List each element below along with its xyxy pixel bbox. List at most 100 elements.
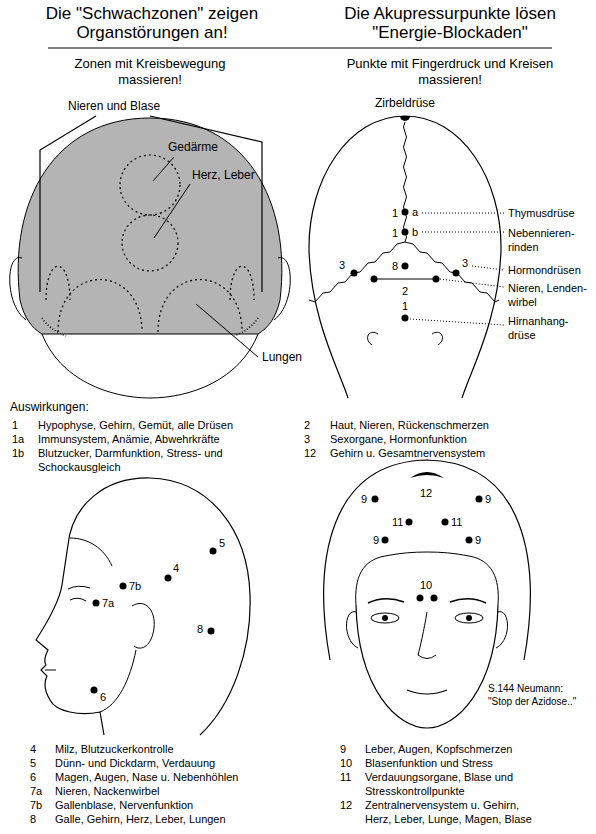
callout-number: 12: [420, 486, 432, 500]
heading: Die "Schwachzonen" zeigen Organstörungen…: [27, 4, 277, 42]
list-text: Dünn- und Dickdarm, Verdauung: [55, 756, 305, 770]
acupressure-point: [93, 600, 100, 607]
pupil: [466, 615, 472, 621]
neck-curl: [432, 332, 442, 345]
list-number: 2: [304, 418, 310, 432]
leader-line: [440, 279, 504, 287]
acupressure-point: [406, 519, 413, 526]
leader-line: [472, 266, 504, 270]
list-number: 12: [340, 798, 352, 812]
gland-label: Thymusdrüse: [508, 206, 575, 220]
acupressure-point: [402, 209, 409, 216]
acupressure-point: [351, 270, 358, 277]
acupressure-point: [466, 537, 473, 544]
mouth: [45, 670, 56, 671]
acupressure-point: [120, 583, 127, 590]
section-heading: Auswirkungen:: [10, 400, 89, 414]
callout-number: 3: [339, 258, 345, 272]
callout-number: a: [412, 205, 418, 219]
acupressure-point: [402, 263, 409, 270]
callout-number: 7b: [129, 579, 141, 593]
acupressure-point: [372, 496, 379, 503]
hairline: [356, 552, 499, 605]
list-number: 9: [340, 742, 346, 756]
list-text: Milz, Blutzuckerkontrolle: [55, 742, 305, 756]
eyebrow: [368, 599, 404, 603]
list-number: 12: [304, 446, 316, 460]
callout-number: 2: [402, 284, 408, 298]
zone-outline: [58, 280, 142, 333]
list-number: 5: [30, 756, 36, 770]
callout-number: 9: [361, 492, 367, 506]
acupressure-point: [453, 270, 460, 277]
list-text: Blutzucker, Darmfunktion, Stress- und Sc…: [38, 446, 268, 474]
hair-outline: [324, 460, 530, 660]
list-number: 4: [30, 742, 36, 756]
list-text: Sexorgane, Hormonfunktion: [330, 432, 580, 446]
ear: [274, 258, 290, 320]
list-text: Haut, Nieren, Rückenschmerzen: [330, 418, 580, 432]
head-outline: [42, 334, 258, 398]
acupressure-point: [165, 575, 172, 582]
list-text: Magen, Augen, Nase u. Nebenhöhlen: [55, 770, 305, 784]
zone-outline: [230, 266, 254, 300]
callout-number: 8: [197, 622, 203, 636]
callout-number: 10: [420, 578, 432, 592]
zone-outline: [158, 280, 242, 333]
callout-number: 1: [392, 226, 398, 240]
list-text: Gallenblase, Nervenfunktion: [55, 798, 305, 812]
callout-number: 3: [462, 256, 468, 270]
callout-number: 7a: [102, 596, 114, 610]
stipple: [234, 318, 258, 336]
pineal-mark: [400, 116, 410, 121]
hair-zone: [18, 118, 282, 334]
acupressure-point: [417, 595, 424, 602]
callout-number: 9: [475, 533, 481, 547]
acupressure-point: [402, 229, 409, 236]
acupressure-point: [210, 548, 217, 555]
subheading: Punkte mit Fingerdruck und Kreisen massi…: [330, 56, 570, 88]
list-text: Gehirn u. Gesamtnervensystem: [330, 446, 580, 460]
leader-line: [410, 319, 504, 325]
zone-label: Nieren und Blase: [68, 99, 160, 113]
list-number: 1: [12, 418, 18, 432]
list-text: Galle, Gehirn, Herz, Leber, Lungen: [55, 812, 305, 826]
eyebrow: [450, 599, 486, 603]
callout-number: 9: [485, 492, 491, 506]
ear: [10, 258, 26, 320]
callout-number: 1: [392, 206, 398, 220]
acupressure-point: [433, 276, 440, 283]
eye: [455, 613, 483, 623]
leader-line: [153, 157, 174, 181]
zone-label: Gedärme: [168, 140, 218, 154]
zone-label: Lungen: [262, 350, 302, 364]
eyebrow: [68, 586, 90, 589]
hairline: [70, 538, 112, 566]
list-text: Hypophyse, Gehirn, Gemüt, alle Drüsen: [38, 418, 268, 432]
zone-outline: [120, 155, 180, 215]
leader-line: [196, 304, 258, 357]
callout-number: 4: [173, 561, 179, 575]
callout-number: 5: [219, 536, 225, 550]
zone-label: Herz, Leber: [192, 168, 255, 182]
ear: [347, 612, 359, 648]
acupressure-point: [208, 628, 215, 635]
list-text: Nieren, Nackenwirbel: [55, 784, 305, 798]
gland-label: Zirbeldrüse: [375, 96, 435, 110]
list-text: Leber, Augen, Kopfschmerzen: [365, 742, 545, 756]
suture-line: [309, 242, 405, 302]
list-number: 7b: [30, 798, 42, 812]
eye: [70, 598, 86, 601]
header-rule: [48, 48, 552, 49]
acupressure-point: [431, 595, 438, 602]
suture-line: [404, 122, 407, 242]
gland-label: Hirnanhang- drüse: [508, 314, 592, 342]
list-number: 7a: [30, 784, 42, 798]
stipple: [42, 318, 66, 336]
head-outline: [405, 116, 501, 398]
acupressure-point: [476, 496, 483, 503]
jaw-line: [100, 650, 136, 712]
list-number: 10: [340, 756, 352, 770]
acupressure-point: [91, 687, 98, 694]
